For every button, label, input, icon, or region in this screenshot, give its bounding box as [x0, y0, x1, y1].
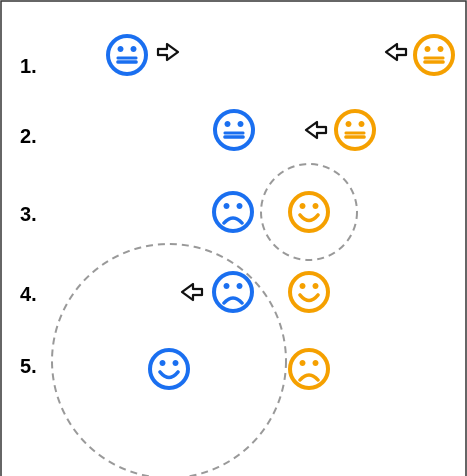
blue-face-row-1 [106, 34, 148, 76]
blue-face-row-4 [212, 271, 254, 313]
orange-face-row-3 [288, 191, 330, 233]
blue-face-row-5 [148, 348, 190, 390]
blue-face-row-3 [212, 191, 254, 233]
arrow-left-row-2-orange [304, 120, 328, 140]
orange-face-row-1 [413, 34, 455, 76]
row-label-4: 4. [20, 284, 37, 306]
orange-face-row-2 [334, 109, 376, 151]
row-label-1: 1. [20, 56, 37, 78]
arrow-left-row-1-orange [384, 42, 408, 62]
blue-face-row-2 [213, 109, 255, 151]
arrow-left-row-4 [180, 282, 204, 302]
row-label-5: 5. [20, 356, 37, 378]
orange-face-row-4 [288, 271, 330, 313]
row-label-2: 2. [20, 126, 37, 148]
dashed-circle-row-5 [51, 243, 287, 476]
row-label-3: 3. [20, 204, 37, 226]
orange-face-row-5 [288, 348, 330, 390]
dashed-circle-row-3 [260, 163, 358, 261]
arrow-right-row-1 [156, 42, 180, 62]
